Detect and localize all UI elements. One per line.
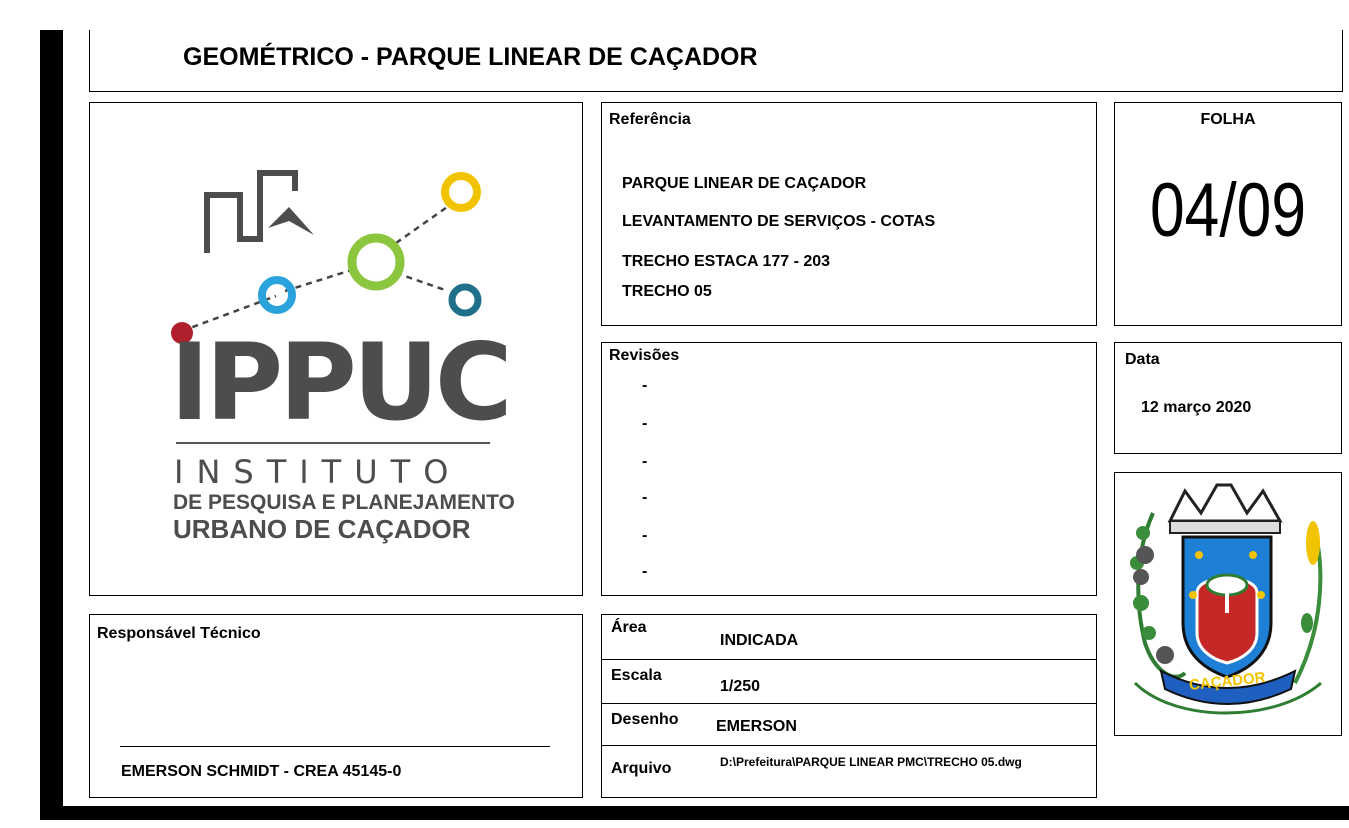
referencia-line-1: PARQUE LINEAR DE CAÇADOR (622, 175, 867, 192)
frame-left-bar (40, 30, 63, 820)
page-title: GEOMÉTRICO - PARQUE LINEAR DE CAÇADOR (183, 43, 758, 71)
responsavel-name: EMERSON SCHMIDT - CREA 45145-0 (121, 763, 402, 780)
folha-label: FOLHA (1200, 111, 1256, 128)
ippuc-logo-graphic (171, 170, 490, 444)
area-label: Área (611, 619, 647, 636)
revisao-item-5: - (642, 527, 648, 544)
municipal-coat-of-arms-icon (1130, 483, 1323, 715)
folha-panel: FOLHA 04/09 (1114, 102, 1342, 326)
logo-panel: IPPUC INSTITUTO DE PESQUISA E PLANEJAMEN… (89, 102, 583, 596)
frame-bottom-bar (40, 806, 1349, 820)
folha-value: 04/09 (1150, 168, 1306, 253)
revisao-item-3: - (642, 453, 648, 470)
logo-acronym-text: IPPUC (170, 321, 513, 444)
escala-value: 1/250 (720, 678, 761, 695)
escala-label: Escala (611, 667, 662, 684)
revisao-item-1: - (642, 377, 648, 394)
revisao-item-2: - (642, 415, 648, 432)
referencia-label: Referência (609, 111, 691, 128)
info-table: Área INDICADA Escala 1/250 Desenho EMERS… (601, 614, 1097, 798)
responsavel-label: Responsável Técnico (97, 625, 261, 642)
info-row-divider (602, 745, 1096, 746)
info-row-divider (602, 659, 1096, 660)
signature-line (120, 746, 550, 747)
logo-acronym: IPPUC (170, 327, 513, 447)
data-panel: Data 12 março 2020 (1114, 342, 1342, 454)
revisao-item-6: - (642, 563, 648, 580)
revisoes-panel: Revisões - - - - - - (601, 342, 1097, 596)
logo-line3: URBANO DE CAÇADOR (173, 514, 471, 544)
desenho-value: EMERSON (716, 718, 797, 735)
title-frame (89, 30, 1343, 92)
data-label: Data (1125, 351, 1160, 368)
info-row-divider (602, 703, 1096, 704)
referencia-line-3: TRECHO ESTACA 177 - 203 (622, 253, 831, 270)
arquivo-label: Arquivo (611, 760, 672, 777)
referencia-panel: Referência PARQUE LINEAR DE CAÇADOR LEVA… (601, 102, 1097, 326)
logo-line1: INSTITUTO (174, 453, 462, 491)
referencia-line-2: LEVANTAMENTO DE SERVIÇOS - COTAS (622, 213, 936, 230)
revisoes-label: Revisões (609, 347, 680, 364)
revisao-item-4: - (642, 489, 648, 506)
responsavel-panel: Responsável Técnico EMERSON SCHMIDT - CR… (89, 614, 583, 798)
data-value: 12 março 2020 (1141, 399, 1252, 416)
logo-line2: DE PESQUISA E PLANEJAMENTO (173, 491, 515, 514)
referencia-line-4: TRECHO 05 (622, 283, 712, 300)
arquivo-value: D:\Prefeitura\PARQUE LINEAR PMC\TRECHO 0… (720, 755, 1022, 769)
desenho-label: Desenho (611, 711, 679, 728)
emblem-panel: CAÇADOR (1114, 472, 1342, 736)
area-value: INDICADA (720, 632, 799, 649)
